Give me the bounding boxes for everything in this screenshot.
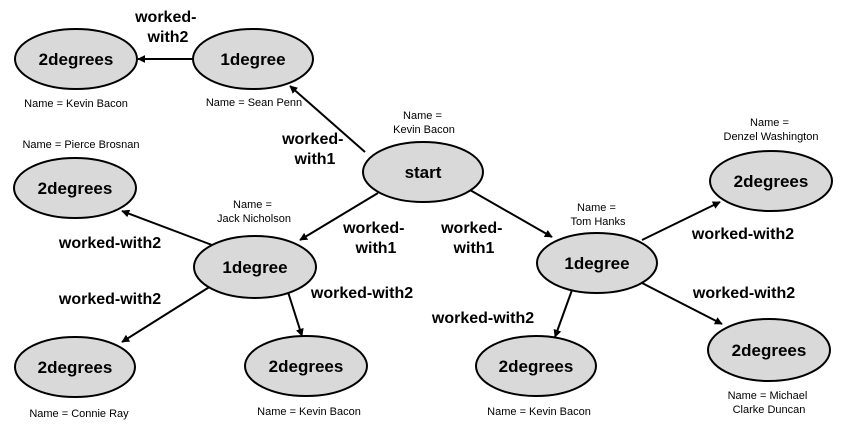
node-2degrees-right-lower: 2degrees — [707, 318, 831, 382]
name-label-1degree-right-line2: Tom Hanks — [570, 216, 626, 228]
name-label-1degree-top: Name = Sean Penn — [206, 97, 302, 109]
name-label-start-line2: Kevin Bacon — [393, 124, 455, 136]
node-2degrees-right-upper-shape — [709, 150, 833, 212]
node-2degrees-right-upper-label: 2degrees — [734, 172, 809, 191]
edge-1degree-left-to-2degrees-upper — [121, 209, 213, 246]
edge-label-left-to-lower: worked-with2 — [58, 291, 161, 308]
name-label-1degree-left-line2: Jack Nicholson — [217, 213, 291, 225]
node-2degrees-left-bottom: 2degrees — [244, 335, 368, 397]
edge-1degree-right-to-2degrees-lower — [641, 282, 723, 325]
name-label-2degrees-right-lower-line1: Name = Michael — [728, 390, 808, 402]
node-2degrees-left-lower: 2degrees — [14, 336, 136, 398]
node-1degree-right-label: 1degree — [564, 254, 629, 273]
edge-label-right-to-bottom: worked-with2 — [431, 310, 534, 327]
edge-label-top-to-topleft-line1: worked- — [134, 9, 196, 26]
node-2degrees-topleft-label: 2degrees — [39, 50, 114, 69]
node-2degrees-right-upper: 2degrees — [709, 150, 833, 212]
name-label-1degree-left-line1: Name = — [233, 199, 272, 211]
name-label-2degrees-right-upper: Name = Denzel Washington — [724, 117, 819, 143]
edge-label-start-to-top-line1: worked- — [281, 131, 343, 148]
name-label-2degrees-right-bottom: Name = Kevin Bacon — [487, 406, 591, 418]
node-2degrees-right-bottom-shape — [475, 335, 597, 397]
node-2degrees-right-lower-label: 2degrees — [732, 341, 807, 360]
edge-label-start-to-right-line2: with1 — [453, 240, 495, 257]
node-start: start — [362, 141, 484, 203]
edge-label-start-to-top: worked- with1 — [281, 131, 348, 168]
edge-1degree-left-to-2degrees-lower — [121, 285, 212, 343]
name-label-start-line1: Name = — [403, 110, 442, 122]
node-2degrees-right-lower-shape — [707, 318, 831, 382]
node-start-label: start — [405, 163, 442, 182]
node-2degrees-right-bottom: 2degrees — [475, 335, 597, 397]
name-label-2degrees-left-upper: Name = Pierce Brosnan — [22, 139, 139, 151]
edge-label-start-to-top-line2: with1 — [294, 151, 336, 168]
name-label-2degrees-right-upper-line2: Denzel Washington — [724, 131, 819, 143]
node-2degrees-topleft: 2degrees — [14, 28, 138, 90]
name-label-1degree-right: Name = Tom Hanks — [570, 202, 626, 228]
name-label-2degrees-right-lower-line2: Clarke Duncan — [733, 404, 806, 416]
edge-1degree-right-to-2degrees-bottom — [553, 289, 573, 338]
node-1degree-right: 1degree — [536, 232, 658, 294]
node-2degrees-left-bottom-label: 2degrees — [269, 357, 344, 376]
name-label-2degrees-right-lower: Name = Michael Clarke Duncan — [728, 390, 811, 416]
node-2degrees-left-upper: 2degrees — [13, 157, 137, 219]
name-label-2degrees-topleft: Name = Kevin Bacon — [24, 98, 128, 110]
edges — [121, 55, 723, 343]
edge-label-left-to-upper: worked-with2 — [58, 235, 161, 252]
node-1degree-right-shape — [536, 232, 658, 294]
node-2degrees-left-lower-label: 2degrees — [38, 358, 113, 377]
name-label-start: Name = Kevin Bacon — [393, 110, 455, 136]
edge-labels: worked- with1 worked- with1 worked- with… — [58, 9, 795, 327]
node-2degrees-topleft-shape — [14, 28, 138, 90]
edge-label-top-to-topleft-line2: with2 — [147, 29, 189, 46]
name-labels: Name = Kevin Bacon Name = Sean Penn Name… — [22, 97, 818, 420]
edge-label-start-to-left-line2: with1 — [355, 240, 397, 257]
node-2degrees-left-upper-shape — [13, 157, 137, 219]
name-label-2degrees-left-bottom: Name = Kevin Bacon — [257, 406, 361, 418]
edge-label-start-to-right-line1: worked- — [440, 220, 502, 237]
edge-1degree-right-to-2degrees-upper — [641, 201, 721, 241]
node-2degrees-left-upper-label: 2degrees — [38, 179, 113, 198]
name-label-2degrees-left-lower: Name = Connie Ray — [29, 408, 129, 420]
edge-start-to-1degree-right — [469, 189, 553, 238]
node-2degrees-left-lower-shape — [14, 336, 136, 398]
edge-label-left-to-bottom: worked-with2 — [310, 285, 413, 302]
edge-label-right-to-lower: worked-with2 — [692, 285, 795, 302]
node-1degree-left-shape — [193, 235, 317, 299]
edge-start-to-1degree-left — [299, 192, 379, 241]
edge-1degree-left-to-2degrees-bottom — [287, 291, 304, 337]
node-1degree-top-shape — [192, 28, 314, 90]
edge-label-start-to-right: worked- with1 — [440, 220, 507, 257]
name-label-1degree-right-line1: Name = — [577, 202, 616, 214]
node-1degree-top-label: 1degree — [220, 50, 285, 69]
edge-label-right-to-upper: worked-with2 — [691, 226, 794, 243]
node-1degree-top: 1degree — [192, 28, 314, 90]
name-label-2degrees-right-upper-line1: Name = — [750, 117, 789, 129]
node-1degree-left-label: 1degree — [222, 258, 287, 277]
node-2degrees-left-bottom-shape — [244, 335, 368, 397]
edge-label-start-to-left: worked- with1 — [342, 220, 409, 257]
edge-label-start-to-left-line1: worked- — [342, 220, 404, 237]
edge-start-to-1degree-top — [289, 85, 366, 153]
edge-label-top-to-topleft: worked- with2 — [134, 9, 201, 46]
node-1degree-left: 1degree — [193, 235, 317, 299]
node-start-shape — [362, 141, 484, 203]
node-2degrees-right-bottom-label: 2degrees — [499, 357, 574, 376]
name-label-1degree-left: Name = Jack Nicholson — [217, 199, 291, 225]
